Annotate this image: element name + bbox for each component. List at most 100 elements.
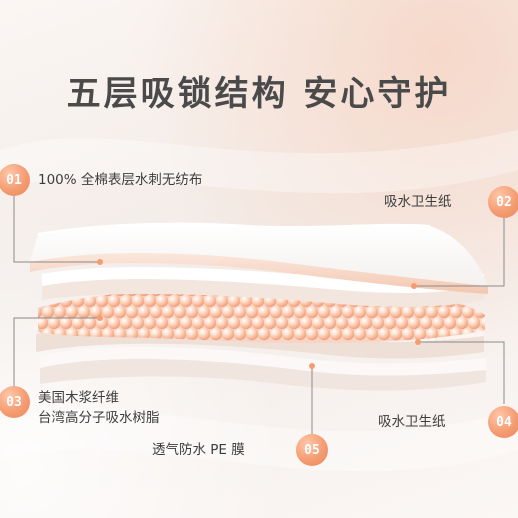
absorbent-bead (329, 305, 343, 319)
absorbent-bead (317, 305, 331, 319)
absorbent-bead (437, 305, 451, 319)
absorbent-bead (59, 316, 73, 330)
callout-badge-03: 03 (0, 386, 30, 418)
absorbent-bead (455, 316, 469, 330)
layer-tissue-upper (42, 266, 484, 307)
absorbent-bead (305, 305, 319, 319)
absorbent-bead (173, 327, 187, 341)
absorbent-bead (83, 294, 97, 308)
absorbent-bead (498, 328, 510, 340)
absorbent-bead (473, 305, 485, 319)
absorbent-bead (143, 316, 157, 330)
absorbent-bead (227, 294, 241, 308)
callout-label-05-line-1: 透气防水 PE 膜 (152, 442, 245, 458)
absorbent-bead (203, 316, 217, 330)
absorbent-bead (71, 294, 85, 308)
absorbent-bead (89, 305, 103, 319)
absorbent-bead (137, 305, 151, 319)
absorbent-bead (221, 305, 235, 319)
absorbent-bead (269, 305, 283, 319)
callout-badge-05: 05 (296, 434, 328, 466)
absorbent-bead (305, 327, 319, 341)
absorbent-bead (311, 316, 325, 330)
absorbent-bead (245, 327, 259, 341)
absorbent-bead (329, 327, 343, 341)
absorbent-bead (377, 327, 391, 341)
absorbent-bead (71, 316, 85, 330)
absorbent-bead (293, 305, 307, 319)
absorbent-bead (185, 327, 199, 341)
leader-02 (414, 218, 505, 287)
callout-label-03: 美国木浆纤维 台湾高分子吸水树脂 (38, 388, 160, 428)
absorbent-bead (191, 294, 205, 308)
absorbent-bead (113, 305, 127, 319)
absorbent-bead (504, 317, 516, 329)
absorbent-bead (161, 305, 175, 319)
absorbent-bead (323, 316, 337, 330)
absorbent-bead (401, 327, 415, 341)
absorbent-bead (209, 305, 223, 319)
absorbent-bead (143, 294, 157, 308)
absorbent-bead (395, 316, 409, 330)
callout-label-03-line-2: 台湾高分子吸水树脂 (38, 410, 160, 426)
callout-label-04: 吸水卫生纸 (378, 412, 446, 432)
absorbent-bead (239, 316, 253, 330)
absorbent-bead (65, 305, 79, 319)
absorbent-bead (197, 305, 211, 319)
callout-label-02: 吸水卫生纸 (384, 192, 452, 212)
absorbent-bead (413, 305, 427, 319)
absorbent-bead (431, 316, 445, 330)
absorbent-bead (227, 316, 241, 330)
absorbent-bead (41, 305, 55, 319)
absorbent-bead (107, 316, 121, 330)
absorbent-bead (335, 316, 349, 330)
callout-label-05: 透气防水 PE 膜 (152, 440, 245, 460)
layer-cotton-top (30, 222, 488, 294)
leader-dots (97, 259, 421, 369)
absorbent-bead (179, 294, 193, 308)
absorbent-bead (486, 306, 498, 318)
absorbent-bead (359, 316, 373, 330)
absorbent-bead (347, 316, 361, 330)
absorbent-bead (389, 327, 403, 341)
leader-dot-01 (97, 259, 103, 265)
absorbent-bead (413, 327, 427, 341)
absorbent-bead (203, 294, 217, 308)
absorbent-bead (47, 316, 61, 330)
layer-pe-film (40, 346, 486, 391)
leader-01 (13, 196, 100, 263)
absorbent-bead (299, 316, 313, 330)
absorbent-bead (407, 316, 421, 330)
absorbent-bead (107, 294, 121, 308)
absorbent-bead (167, 294, 181, 308)
absorbent-bead (221, 327, 235, 341)
absorbent-bead (125, 327, 139, 341)
absorbent-bead (486, 328, 498, 340)
absorbent-bead (389, 305, 403, 319)
absorbent-bead (125, 305, 139, 319)
absorbent-bead (191, 316, 205, 330)
absorbent-bead (425, 327, 439, 341)
absorbent-bead (131, 294, 145, 308)
absorbent-bead (504, 295, 516, 307)
absorbent-bead (167, 316, 181, 330)
absorbent-bead (83, 316, 97, 330)
absorbent-bead (492, 295, 504, 307)
absorbent-bead (419, 316, 433, 330)
absorbent-bead (119, 316, 133, 330)
callout-badge-02: 02 (488, 186, 518, 218)
absorbent-bead (341, 327, 355, 341)
absorbent-bead (233, 305, 247, 319)
absorbent-bead (239, 294, 253, 308)
absorbent-bead (269, 327, 283, 341)
leader-dot-03 (97, 315, 103, 321)
leader-dot-04 (415, 339, 421, 345)
absorbent-bead (275, 316, 289, 330)
absorbent-bead (179, 316, 193, 330)
absorbent-bead (281, 327, 295, 341)
callout-badge-01: 01 (0, 164, 30, 196)
callout-badge-04: 04 (488, 406, 518, 438)
leader-04 (418, 341, 505, 404)
absorbent-bead (38, 316, 49, 330)
